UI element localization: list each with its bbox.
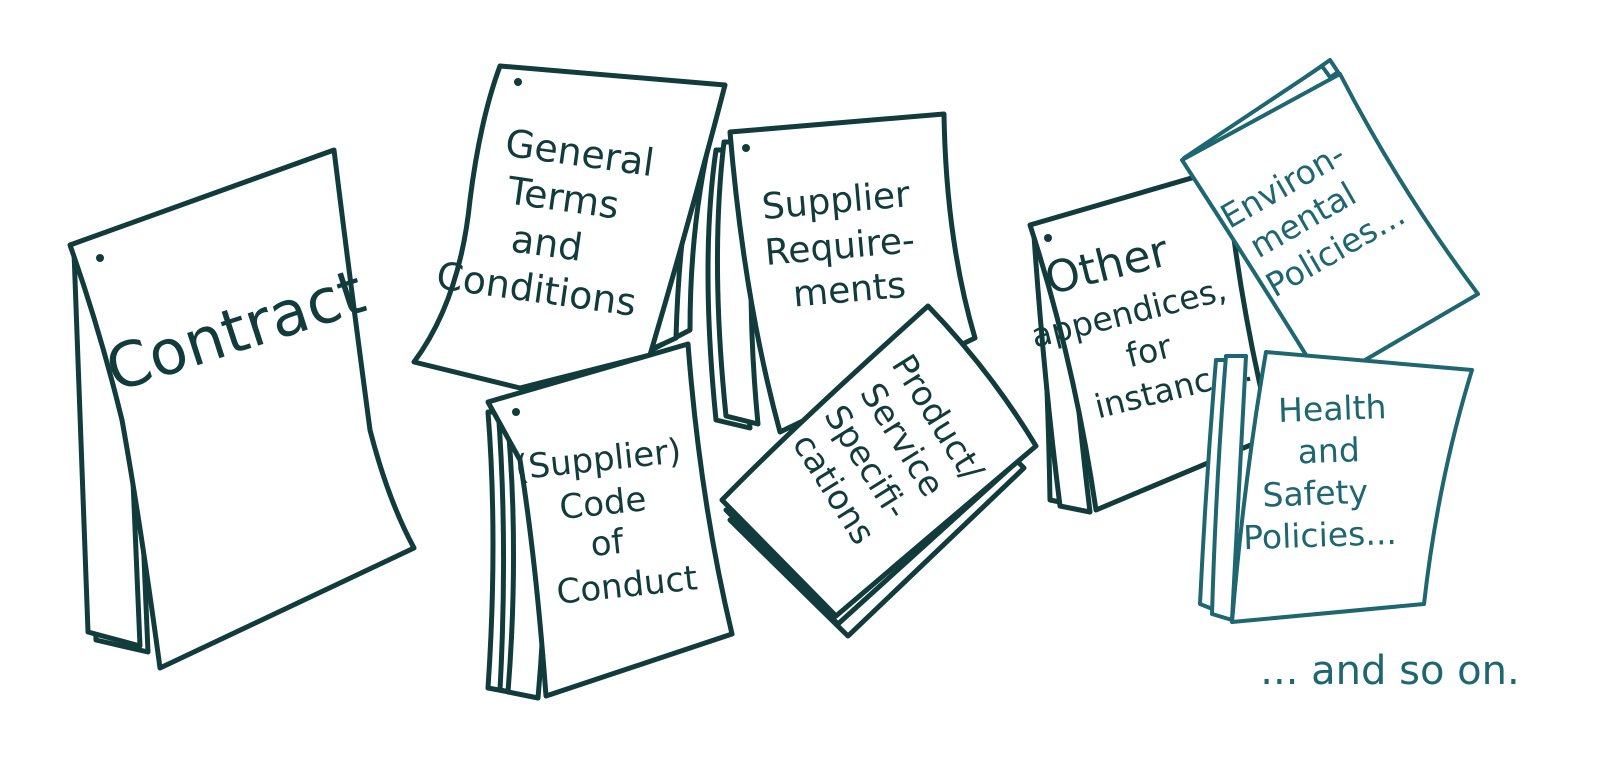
general-terms-document: General Terms and Conditions	[411, 63, 728, 391]
code-of-conduct-label: (Supplier) Code of Conduct	[513, 430, 707, 616]
and-so-on-note: ... and so on.	[1260, 648, 1519, 694]
binding-hole-icon	[96, 254, 104, 262]
binding-hole-icon	[514, 78, 522, 86]
health-safety-policies-document: Health and Safety Policies...	[1198, 350, 1474, 624]
binding-hole-icon	[742, 144, 750, 152]
specifications-document: Product/ Service Specifi- cations	[719, 303, 1039, 639]
binding-hole-icon	[512, 408, 520, 416]
code-of-conduct-document: (Supplier) Code of Conduct	[485, 341, 735, 701]
binding-hole-icon	[1044, 234, 1052, 242]
health-safety-policies-label: Health and Safety Policies...	[1238, 387, 1402, 557]
contract-document: Contract	[67, 147, 417, 671]
environmental-policies-document: Environ- mental Policies...	[1180, 58, 1480, 386]
